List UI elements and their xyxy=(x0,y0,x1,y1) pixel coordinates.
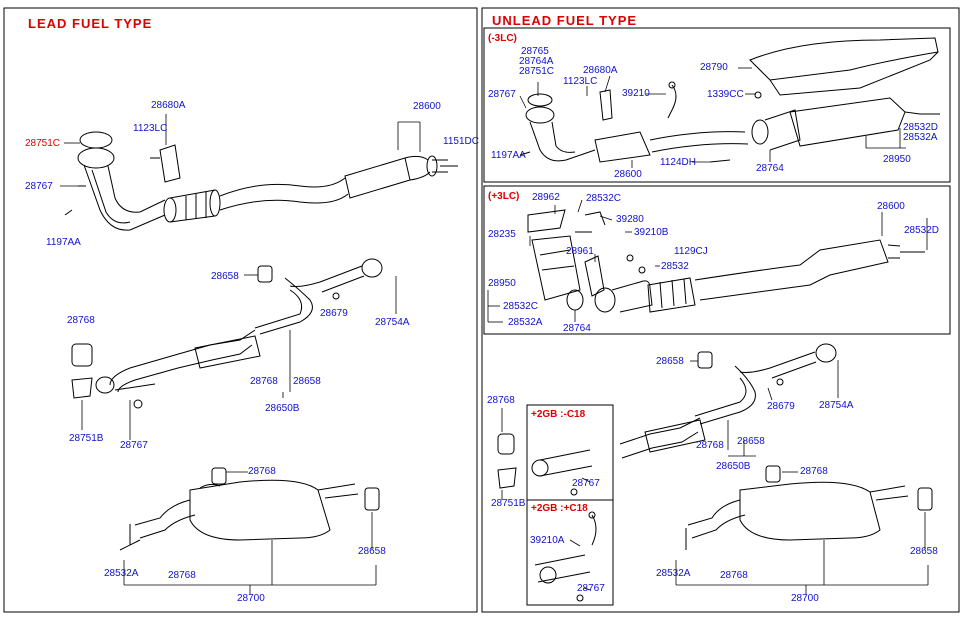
part-label: 1124DH xyxy=(660,157,696,168)
part-label: 28767 xyxy=(577,583,605,594)
part-label: 28768 xyxy=(250,376,278,387)
part-label: 28764A xyxy=(519,56,554,67)
part-label: 39280 xyxy=(616,214,644,225)
left-leaders xyxy=(60,114,421,594)
left-center-pipe xyxy=(71,258,383,409)
part-label: 28961 xyxy=(566,246,594,257)
part-label: 28768 xyxy=(696,440,724,451)
part-label: 28950 xyxy=(883,154,911,165)
part-label-highlight: 28751C xyxy=(25,138,61,149)
right-panel-title: UNLEAD FUEL TYPE xyxy=(492,13,638,28)
part-label: 28532C xyxy=(503,301,539,312)
plus3lc-drawing xyxy=(527,209,925,313)
left-muffler xyxy=(119,467,380,551)
part-label: 28790 xyxy=(700,62,728,73)
inset-bottom-subtitle: +2GB :+C18 xyxy=(531,503,588,514)
part-label: 39210 xyxy=(622,88,650,99)
part-label: 28532C xyxy=(586,193,622,204)
left-panel-title: LEAD FUEL TYPE xyxy=(28,16,153,31)
part-label: 28532A xyxy=(104,568,139,579)
box-plus-3lc-border xyxy=(483,185,951,335)
part-label: 28658 xyxy=(293,376,321,387)
part-label: 28962 xyxy=(532,192,560,203)
part-label: 28768 xyxy=(487,395,515,406)
part-label: 28700 xyxy=(237,593,265,604)
right-muffler xyxy=(685,465,933,550)
part-label: 28235 xyxy=(488,229,516,240)
left-front-pipe xyxy=(64,131,458,231)
part-label: 28768 xyxy=(720,570,748,581)
part-label: 28532D xyxy=(903,122,939,133)
box-minus-3lc-border xyxy=(483,27,951,183)
part-label: 28765 xyxy=(521,46,549,57)
part-label: 1151DC xyxy=(443,136,479,147)
part-label: 28768 xyxy=(67,315,95,326)
part-label: 1129CJ xyxy=(674,246,708,257)
right-lower-leaders xyxy=(501,360,929,594)
right-panel-border xyxy=(481,7,960,613)
part-label: 28768 xyxy=(168,570,196,581)
left-panel-border xyxy=(3,7,478,613)
part-label: 28658 xyxy=(910,546,938,557)
part-label: 28754A xyxy=(819,400,854,411)
plus3lc-leaders xyxy=(487,199,928,323)
part-label: 28650B xyxy=(265,403,300,414)
part-label: 28767 xyxy=(25,181,53,192)
inset-top-subtitle: +2GB :-C18 xyxy=(531,409,586,420)
part-label: 28658 xyxy=(656,356,684,367)
inset-bottom-border xyxy=(526,499,614,606)
part-label: 28600 xyxy=(413,101,441,112)
part-label: 28532D xyxy=(904,225,940,236)
minus3lc-drawing xyxy=(519,37,940,163)
part-label: 28751B xyxy=(69,433,104,444)
part-label: 39210A xyxy=(530,535,565,546)
part-label: 28600 xyxy=(877,201,905,212)
part-label: 28768 xyxy=(800,466,828,477)
box-plus-subtitle: (+3LC) xyxy=(488,191,520,202)
part-label: 28767 xyxy=(488,89,516,100)
part-label: 1123LC xyxy=(133,123,168,134)
part-label: 28950 xyxy=(488,278,516,289)
part-label: 28658 xyxy=(737,436,765,447)
box-minus-subtitle: (-3LC) xyxy=(488,33,517,44)
part-label: 28700 xyxy=(791,593,819,604)
part-label: 28532A xyxy=(903,132,938,143)
part-label: 28764 xyxy=(563,323,591,334)
part-label: 28767 xyxy=(120,440,148,451)
part-label: 28764 xyxy=(756,163,784,174)
part-label: 1339CC xyxy=(707,89,744,100)
minus3lc-leaders xyxy=(519,67,906,168)
part-label: 1197AA xyxy=(46,237,81,248)
right-center-pipe xyxy=(497,343,837,602)
part-label: 1123LC xyxy=(563,76,598,87)
part-label: 28751B xyxy=(491,498,526,509)
part-label: 28679 xyxy=(767,401,795,412)
part-label: 28650B xyxy=(716,461,751,472)
part-label: 28680A xyxy=(583,65,618,76)
part-label: 39210B xyxy=(634,227,669,238)
part-label: 28751C xyxy=(519,66,555,77)
part-label: 28680A xyxy=(151,100,186,111)
part-label: 1197AA xyxy=(491,150,526,161)
part-label: 28600 xyxy=(614,169,642,180)
part-label: 28532A xyxy=(656,568,691,579)
part-label: 28754A xyxy=(375,317,410,328)
part-label: 28768 xyxy=(248,466,276,477)
part-label: 28679 xyxy=(320,308,348,319)
part-label: 28767 xyxy=(572,478,600,489)
part-label: 28658 xyxy=(358,546,386,557)
part-label: 28532A xyxy=(508,317,543,328)
part-label: 28658 xyxy=(211,271,239,282)
part-label: 28532 xyxy=(661,261,689,272)
